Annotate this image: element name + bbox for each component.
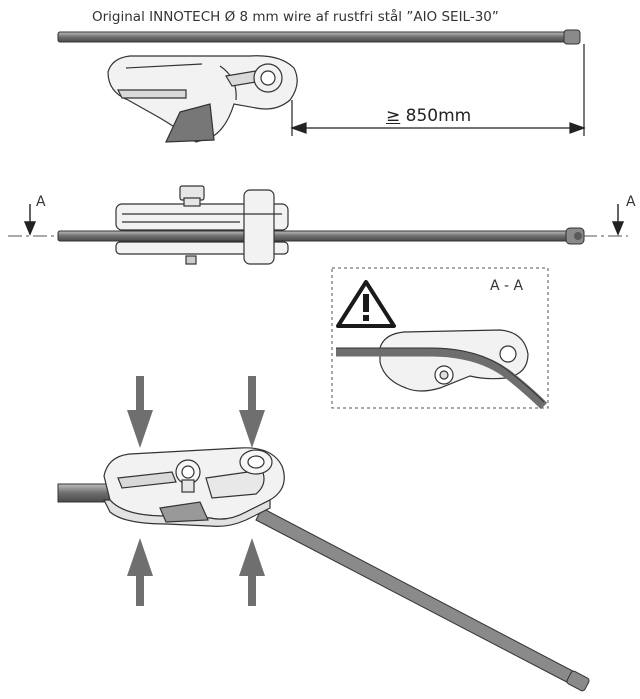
top-wire (57, 29, 581, 45)
dimension-line (290, 44, 586, 136)
section-wire (336, 347, 548, 410)
section-arrow-left (23, 204, 37, 236)
section-arrow-right (611, 204, 625, 236)
side-clamp-device (115, 185, 289, 265)
bottom-wire-diagonal (255, 507, 590, 692)
dimension-label: ≥ 850mm (386, 106, 471, 126)
section-marker-left: A (36, 194, 46, 210)
section-detail-box (331, 267, 549, 410)
section-title: A - A (490, 278, 524, 294)
section-clamp (379, 329, 529, 392)
caption: Original INNOTECH Ø 8 mm wire af rustfri… (92, 9, 499, 25)
dimension-value: 850mm (405, 106, 472, 126)
warning-triangle-icon (336, 280, 396, 328)
dimension-symbol: ≥ (386, 106, 401, 126)
bottom-clamp-device (103, 447, 285, 527)
side-wire (57, 227, 585, 245)
force-arrow-icon (127, 376, 265, 606)
section-marker-right: A (626, 194, 636, 210)
top-clamp-device (107, 55, 298, 143)
